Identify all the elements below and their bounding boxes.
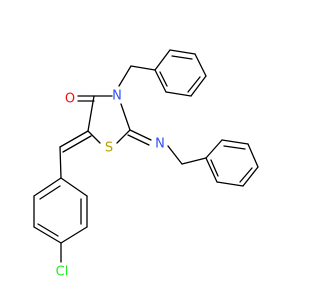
- ph1-b2: [169, 49, 196, 55]
- sulfur-label: S: [105, 141, 113, 156]
- bond-c2-n-imine-b: [127, 134, 150, 146]
- ph1-b3: [194, 53, 207, 77]
- nitrogen-ring-label: N: [112, 89, 122, 104]
- ph2-b5: [216, 181, 244, 187]
- ph3-d3: [39, 185, 61, 200]
- bond-c2-n-imine-a: [129, 129, 152, 141]
- nitrogen-imine-label: N: [155, 137, 165, 152]
- chlorine-label: Cl: [56, 265, 69, 280]
- bond-ch2-ph1: [130, 65, 156, 71]
- ph1-b6: [154, 69, 167, 93]
- ph2-b4: [242, 166, 259, 187]
- ph2-b6: [205, 157, 218, 183]
- bond-n3-ch2: [118, 65, 132, 87]
- bond-n3-c2: [120, 103, 131, 131]
- ph2-d2: [239, 167, 253, 183]
- ph2-d3: [210, 159, 219, 177]
- bond-ch-ph3: [59, 146, 62, 179]
- bond-n-ch2: [167, 145, 183, 165]
- ph2-b3: [247, 143, 259, 168]
- ph3-b4: [33, 226, 62, 244]
- ph2-d1: [223, 145, 246, 150]
- ph2-b1: [205, 139, 223, 159]
- background: [0, 0, 300, 300]
- atom-labels: O N S N Cl: [56, 89, 165, 280]
- bond-s1-c5: [87, 130, 101, 144]
- bond-c5-ch-b: [62, 135, 92, 153]
- ph1-b5: [165, 91, 192, 97]
- molecule-structure: O N S N Cl: [0, 0, 300, 300]
- oxygen-label: O: [65, 92, 75, 107]
- ph3-b6: [33, 177, 62, 197]
- bonds: [33, 49, 259, 263]
- bond-c5-ch-a: [59, 130, 89, 148]
- ph1-b1: [154, 49, 171, 71]
- ph3-d2: [37, 223, 59, 237]
- ph2-b2: [221, 139, 249, 145]
- bond-c2-s1: [116, 129, 131, 144]
- ph3-b3: [60, 226, 88, 244]
- ph1-d2: [187, 76, 201, 93]
- ph1-d1: [171, 55, 193, 60]
- ph1-d3: [159, 71, 168, 87]
- ph1-b4: [190, 75, 207, 97]
- bond-c5-c4: [87, 95, 95, 132]
- ph3-b1: [60, 177, 88, 197]
- bond-ch2-ph2: [181, 157, 207, 165]
